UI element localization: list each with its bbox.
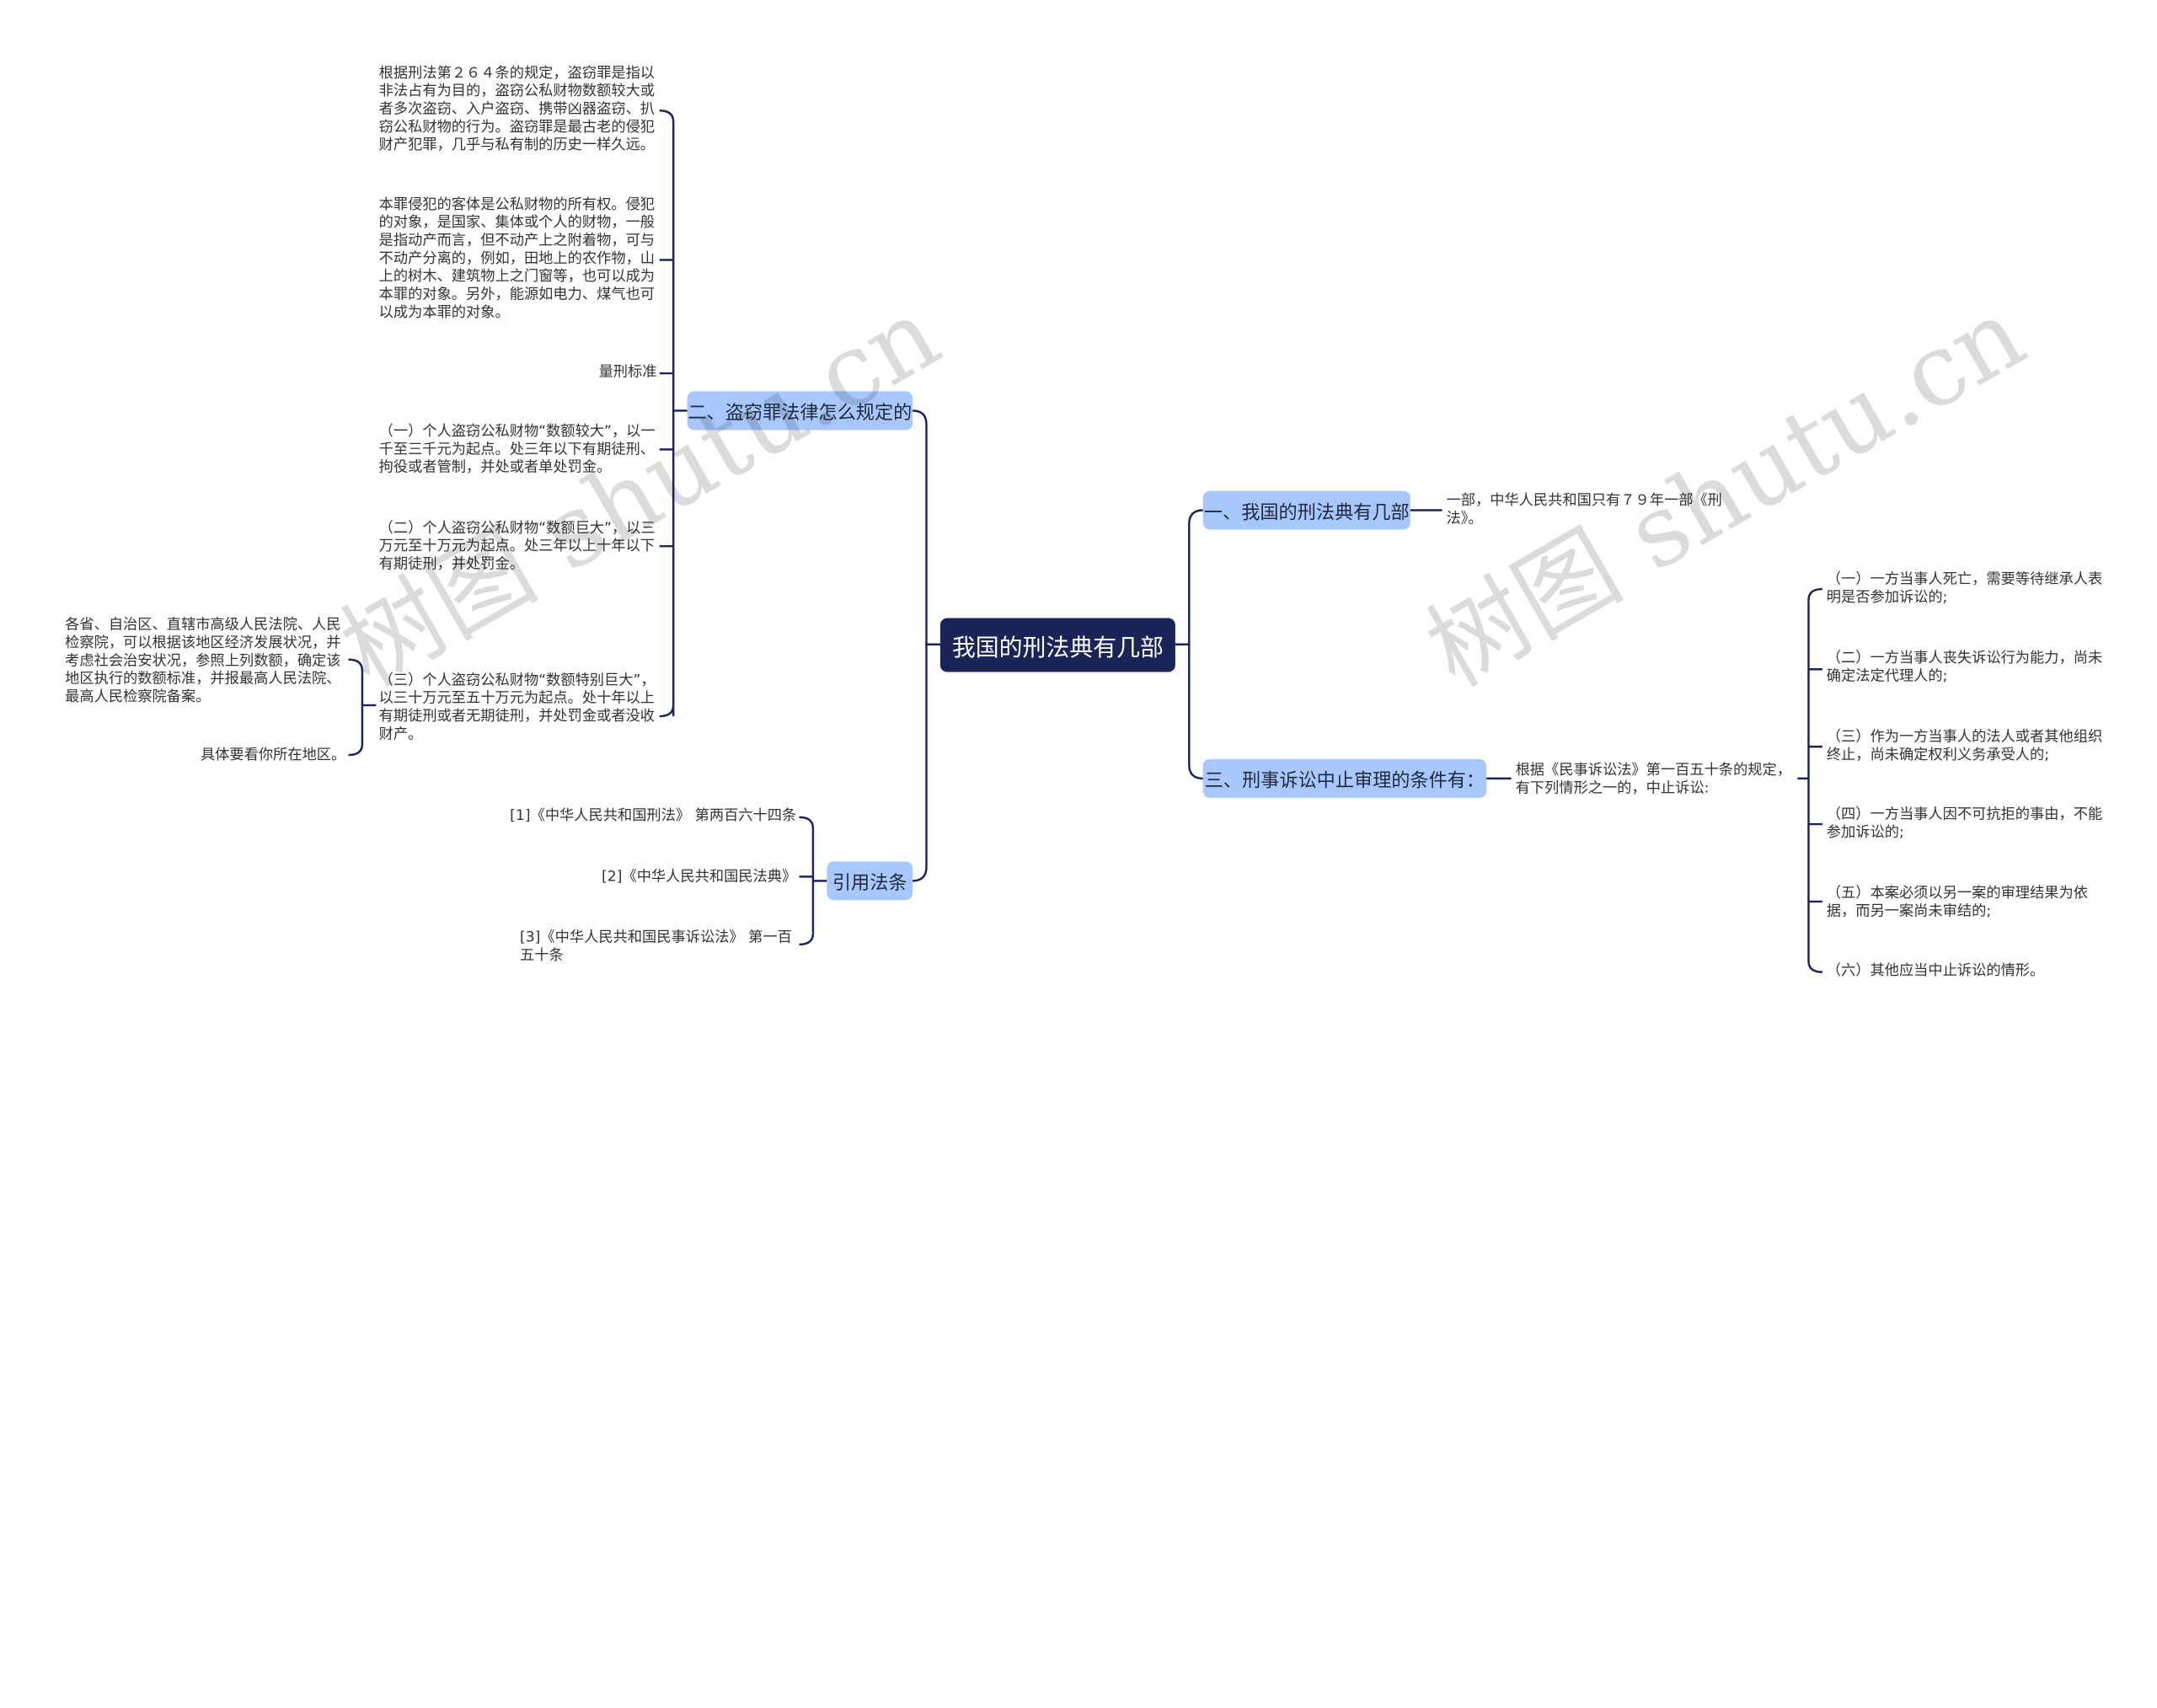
connector-l6-sub: [348, 658, 377, 757]
b4-cited-civil-code[interactable]: [2]《中华人民共和国民法典》: [602, 868, 797, 886]
b2-leaf-amount-huge: （二）个人盗窃公私财物“数额巨大”，以三万元至十万元为起点。处三年以上十年以下有…: [378, 520, 656, 573]
connector-lines: [348, 110, 1822, 973]
connector-b2-l1: [659, 110, 675, 122]
connector-root-b2: [913, 410, 940, 645]
b4-cited-civil-procedure[interactable]: [3]《中华人民共和国民事诉讼法》 第一百五十条: [520, 929, 792, 964]
b3-item-other-circumstances: （六）其他应当中止诉讼的情形。: [1826, 962, 2045, 979]
b3-item-force-majeure: （四）一方当事人因不可抗拒的事由，不能参加诉讼的;: [1826, 806, 2103, 841]
connector-b4-i3: [799, 933, 815, 946]
root-topic[interactable]: 我国的刑法典有几部: [939, 618, 1175, 672]
b1-leaf-one-code: 一部，中华人民共和国只有７９年一部《刑法》。: [1446, 492, 1722, 527]
connector-b3-i1: [1807, 587, 1822, 601]
b3-item-party-death: （一）一方当事人死亡，需要等待继承人表明是否参加诉讼的;: [1826, 570, 2103, 606]
branch-1-how-many-criminal-codes[interactable]: 一、我国的刑法典有几部: [1202, 490, 1410, 530]
b2-leaf-amount-large: （一）个人盗窃公私财物“数额较大”，以一千至三千元为起点。处三年以下有期徒刑、拘…: [378, 423, 656, 476]
connector-b4-i1: [799, 816, 815, 829]
b2-leaf-object-of-crime: 本罪侵犯的客体是公私财物的所有权。侵犯的对象，是国家、集体或个人的财物，一般是指…: [378, 196, 656, 321]
b2-sub-leaf-provincial-standard: 各省、自治区、直辖市高级人民法院、人民检察院，可以根据该地区经济发展状况，并考虑…: [65, 616, 341, 705]
connector-b2-bracket: [672, 121, 688, 717]
b2-leaf-amount-extra-huge: （三）个人盗窃公私财物“数额特别巨大”，以三十万元至五十万元为起点。处十年以上有…: [378, 672, 656, 743]
b3-item-loss-capacity: （二）一方当事人丧失诉讼行为能力，尚未确定法定代理人的;: [1826, 650, 2103, 685]
b3-item-pending-related-case: （五）本案必须以另一案的审理结果为依据，而另一案尚未审结的;: [1826, 885, 2088, 920]
branch-4-cited-statutes[interactable]: 引用法条: [827, 861, 913, 901]
connector-b4-bracket: [811, 827, 827, 934]
b3-item-entity-terminated: （三）作为一方当事人的法人或者其他组织终止，尚未确定权利义务承受人的;: [1826, 728, 2103, 763]
connector-b2-l6: [659, 704, 675, 718]
b2-sub-leaf-check-your-region: 具体要看你所在地区。: [200, 747, 346, 763]
connector-b3-i6: [1807, 961, 1822, 973]
connector-root-b1: [1175, 509, 1203, 645]
b2-leaf-theft-definition: 根据刑法第２６４条的规定，盗窃罪是指以非法占有为目的，盗窃公私财物数额较大或者多…: [378, 65, 656, 154]
connector-root-b4: [913, 643, 940, 882]
b4-cited-criminal-law[interactable]: [1]《中华人民共和国刑法》 第两百六十四条: [510, 807, 797, 825]
connector-b3-bracket: [1797, 600, 1810, 961]
b3-leaf-civil-procedure-article: 根据《民事诉讼法》第一百五十条的规定，有下列情形之一的，中止诉讼:: [1515, 762, 1791, 797]
branch-2-theft-law[interactable]: 二、盗窃罪法律怎么规定的: [687, 391, 913, 431]
branch-3-suspension-conditions[interactable]: 三、刑事诉讼中止审理的条件有：: [1202, 758, 1487, 798]
connector-root-b3: [1175, 643, 1203, 780]
b2-leaf-sentencing-standard: 量刑标准: [598, 363, 657, 381]
